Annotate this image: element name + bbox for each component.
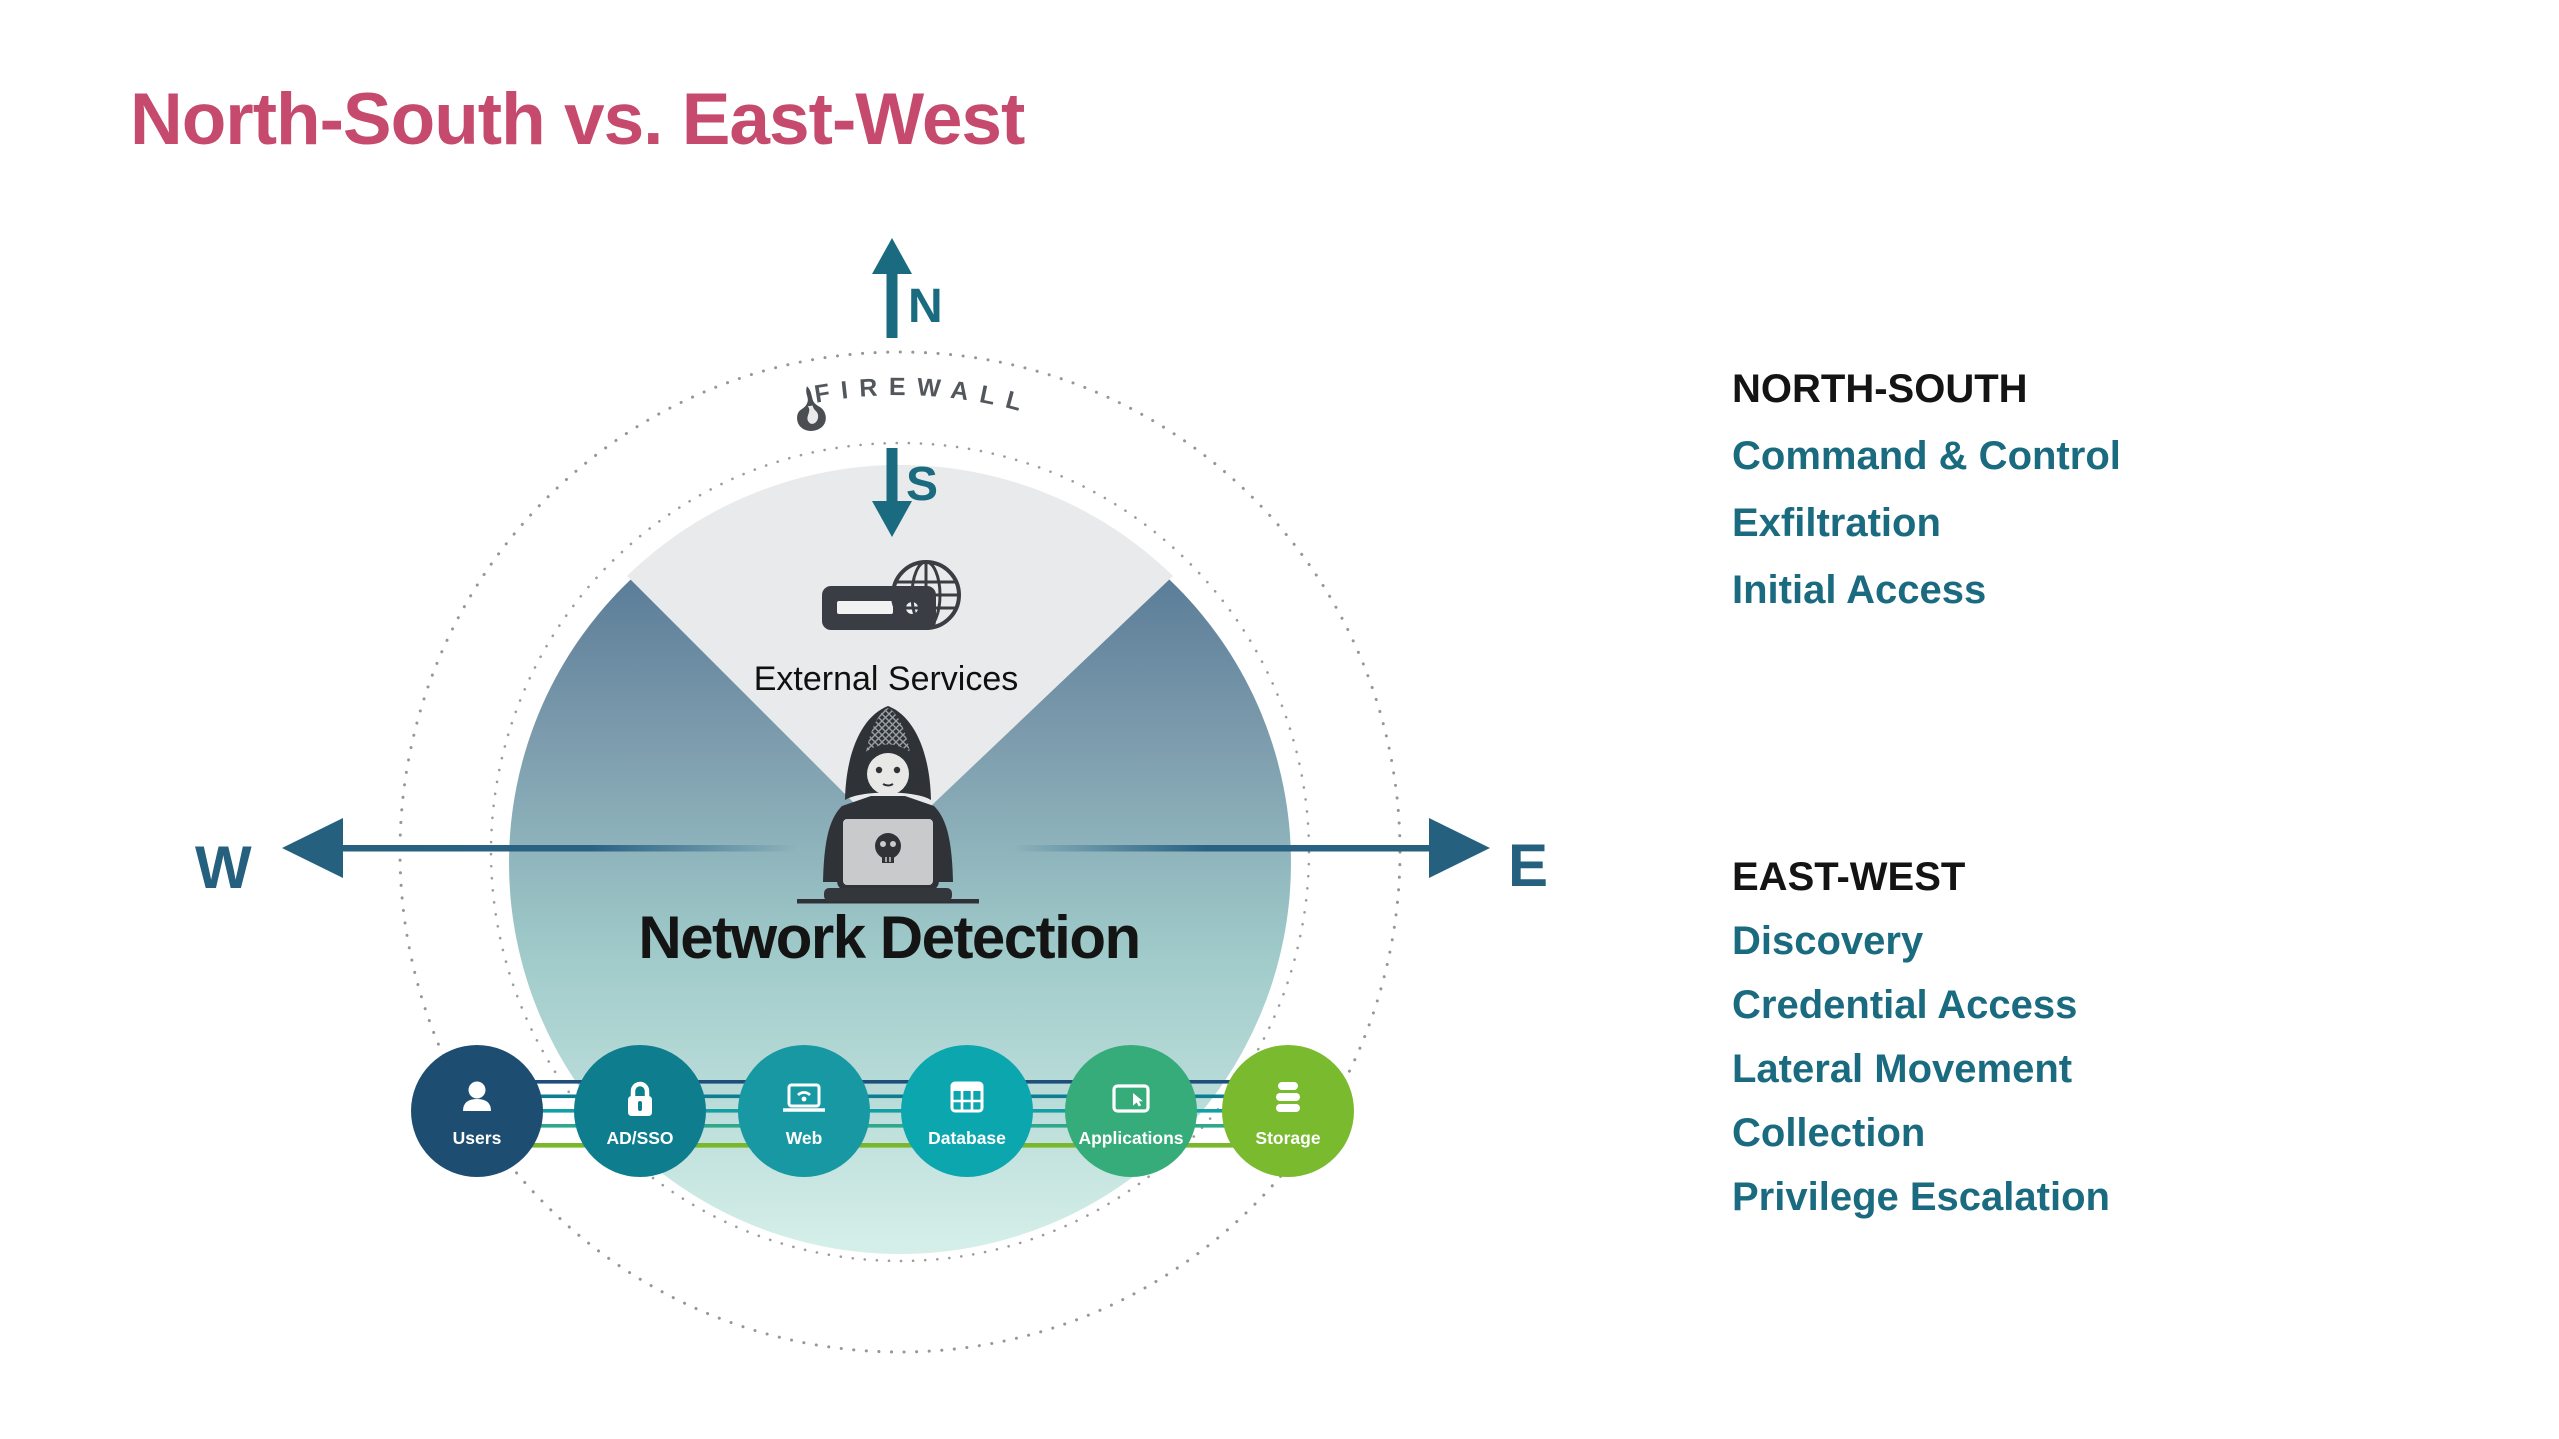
north-south-heading: NORTH-SOUTH [1732, 367, 2028, 411]
east-arrowhead-icon [1429, 818, 1490, 878]
network-detection-label: Network Detection [638, 904, 1139, 971]
east-west-item: Privilege Escalation [1732, 1175, 2110, 1219]
external-sector-wedge [627, 464, 1173, 842]
hacker-icon [797, 706, 979, 904]
south-arrow-icon [872, 448, 912, 537]
east-west-item: Lateral Movement [1732, 1047, 2073, 1091]
asset-database: Database [901, 1045, 1033, 1177]
asset-web: Web [738, 1045, 870, 1177]
east-west-heading: EAST-WEST [1732, 855, 1966, 899]
external-services-label: External Services [754, 660, 1019, 698]
north-south-item: Exfiltration [1732, 501, 1941, 545]
compass-east-label: E [1508, 832, 1548, 899]
asset-label: Applications [1078, 1128, 1183, 1148]
globe-icon [891, 560, 961, 630]
compass-west-label: W [195, 834, 252, 901]
app-window-icon [1112, 1084, 1150, 1113]
asset-storage: Storage [1222, 1045, 1354, 1177]
east-axis-line [1012, 845, 1440, 852]
firewall-badge: FIREWALL [797, 373, 1035, 431]
north-south-item: Initial Access [1732, 568, 1987, 612]
compass-north-label: N [908, 280, 943, 333]
asset-label: Users [453, 1128, 502, 1148]
user-icon [463, 1081, 491, 1111]
laptop-wifi-icon [783, 1083, 825, 1112]
asset-flow-lines [478, 1080, 1292, 1148]
north-south-item: Command & Control [1732, 434, 2121, 478]
inner-dotted-ring [489, 441, 1311, 1263]
firewall-label: FIREWALL [812, 373, 1024, 420]
outer-dotted-ring [398, 350, 1402, 1354]
west-arrowhead-icon [282, 818, 343, 878]
asset-label: Web [786, 1128, 823, 1148]
lock-icon [628, 1081, 652, 1116]
asset-users: Users [411, 1045, 543, 1177]
asset-label: Storage [1255, 1128, 1320, 1148]
asset-applications: Applications [1065, 1045, 1197, 1177]
north-south-panel: NORTH-SOUTH Command & Control Exfiltrati… [1732, 356, 2121, 624]
east-west-item: Collection [1732, 1111, 1926, 1155]
asset-label: Database [928, 1128, 1006, 1148]
skull-icon [875, 833, 901, 863]
west-axis-line [338, 845, 798, 852]
external-services-icon [822, 560, 961, 630]
east-west-item: Discovery [1732, 919, 1924, 963]
north-arrow-icon [872, 238, 912, 338]
svg-text:FIREWALL: FIREWALL [812, 373, 1035, 420]
east-west-item: Credential Access [1732, 983, 2078, 1027]
asset-adsso: AD/SSO [574, 1045, 706, 1177]
storage-stack-icon [1276, 1082, 1300, 1112]
east-west-panel: EAST-WEST Discovery Credential Access La… [1732, 845, 2110, 1229]
asset-label: AD/SSO [606, 1128, 673, 1148]
flame-icon [797, 386, 826, 431]
table-icon [950, 1081, 984, 1113]
page-title: North-South vs. East-West [130, 79, 1025, 160]
compass-south-label: S [906, 458, 938, 511]
